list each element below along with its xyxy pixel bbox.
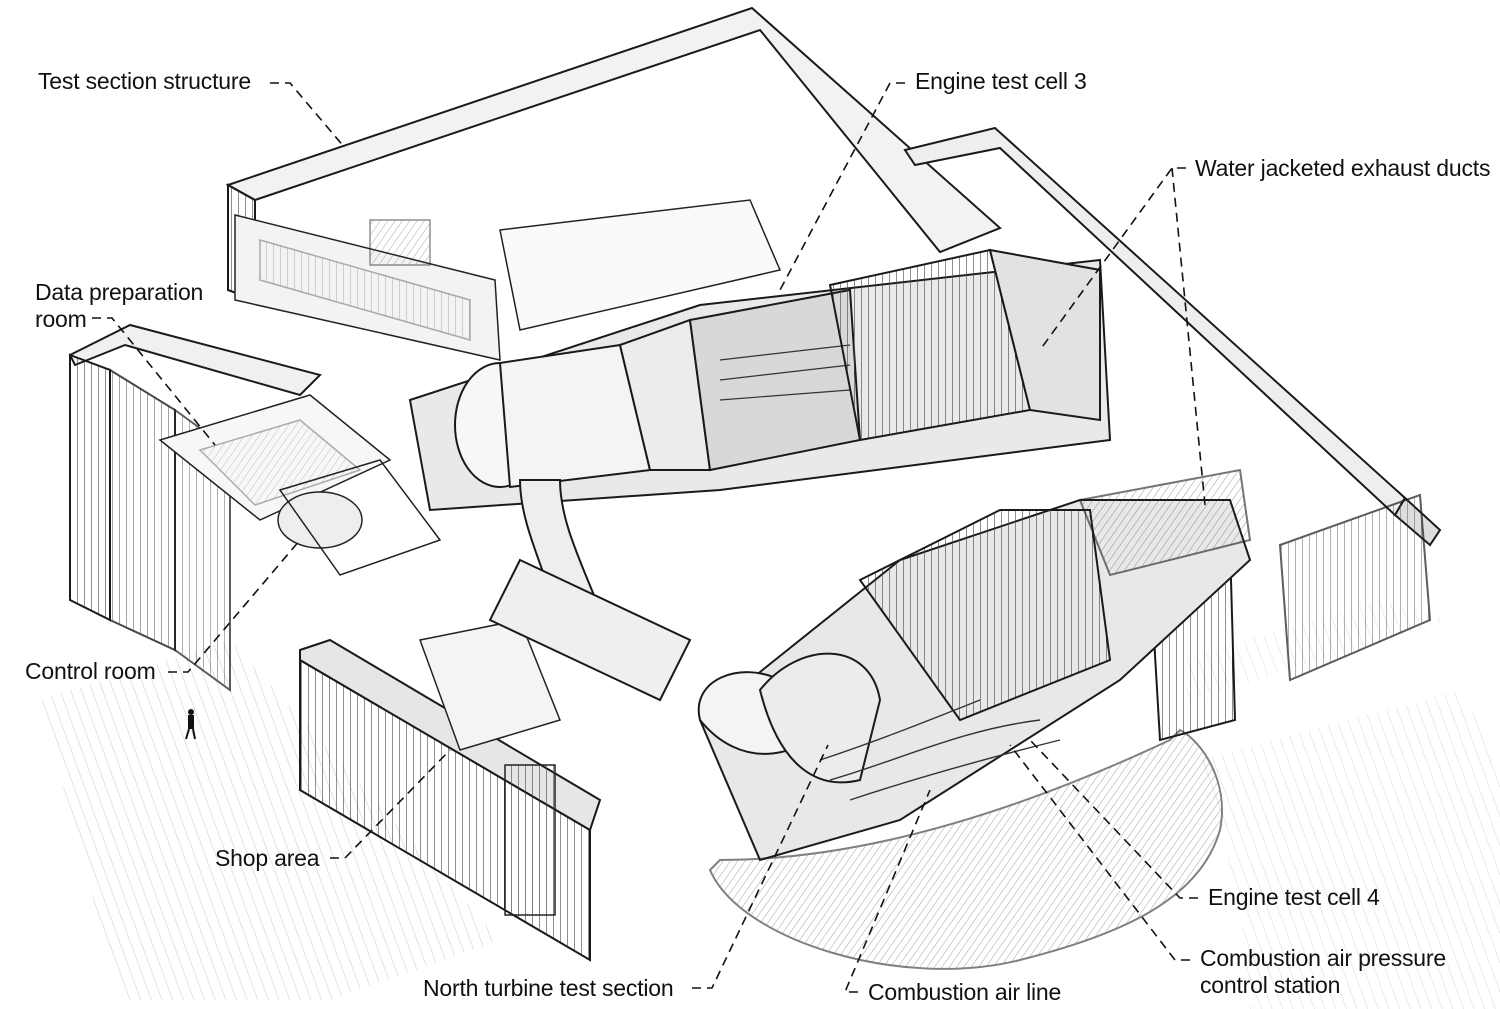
leader-water-jacketed-ducts-b (1171, 167, 1206, 506)
engine-test-cell-4-illustration (697, 468, 1252, 970)
label-engine-test-cell-4: Engine test cell 4 (1208, 884, 1380, 910)
leader-shop-area (330, 749, 451, 859)
label-water-jacketed-exhaust-ducts: Water jacketed exhaust ducts (1195, 155, 1491, 181)
leader-engine-test-cell-4 (1029, 739, 1198, 899)
label-data-preparation-room-line1: Data preparation (35, 279, 204, 305)
label-combustion-air-pressure-line2: control station (1200, 972, 1341, 998)
leader-water-jacketed-ducts-a (1039, 167, 1186, 351)
label-test-section-structure: Test section structure (38, 68, 251, 94)
label-combustion-air-pressure-line1: Combustion air pressure (1200, 945, 1446, 971)
label-combustion-air-pressure-control-station: Combustion air pressure control station (1200, 945, 1446, 999)
engine-test-cell-3-illustration (408, 248, 1112, 702)
leader-combustion-air-line (843, 789, 931, 993)
leader-lines (92, 82, 1206, 993)
label-engine-test-cell-3: Engine test cell 3 (915, 68, 1087, 94)
label-combustion-air-line: Combustion air line (868, 979, 1062, 1005)
label-control-room: Control room (25, 658, 156, 684)
leader-engine-test-cell-3 (779, 82, 905, 291)
label-data-preparation-room-line2: room (35, 306, 87, 332)
leader-control-room (168, 539, 301, 673)
leader-test-section-structure (270, 82, 346, 149)
leader-data-preparation-room (92, 317, 216, 446)
label-north-turbine-test-section: North turbine test section (423, 975, 674, 1001)
leader-combustion-air-pressure-station (1009, 744, 1190, 961)
label-shop-area: Shop area (215, 845, 320, 871)
person-figure (185, 709, 196, 740)
leader-north-turbine-test-section (692, 744, 829, 989)
interior-rooms (158, 199, 782, 916)
label-data-preparation-room: Data preparation room (35, 279, 203, 333)
